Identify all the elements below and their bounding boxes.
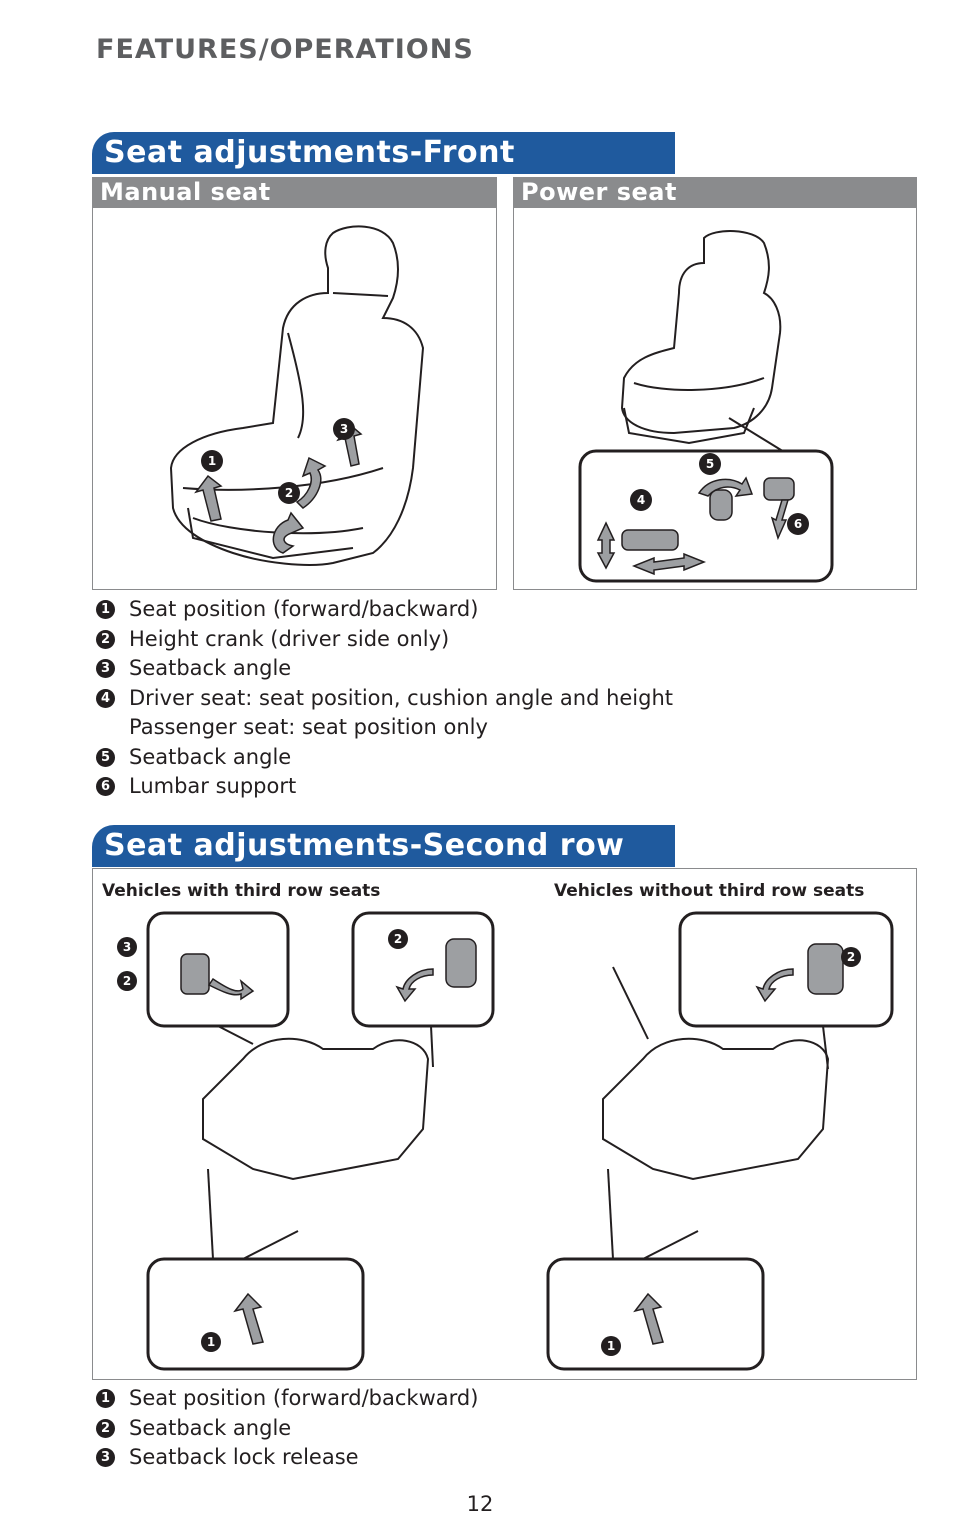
legend-text: Lumbar support bbox=[129, 774, 297, 798]
legend-number: 2 bbox=[96, 629, 115, 649]
legend-text: Driver seat: seat position, cushion angl… bbox=[129, 685, 674, 710]
legend-number: 4 bbox=[96, 688, 115, 708]
manual-seat-illustration: 1 2 3 bbox=[169, 225, 425, 566]
front-legend-item: 6 Lumbar support bbox=[96, 772, 916, 802]
page-header: FEATURES/OPERATIONS bbox=[96, 34, 474, 65]
front-legend-item: 5 Seatback angle bbox=[96, 743, 916, 773]
svg-text:1: 1 bbox=[207, 1335, 215, 1349]
legend-number: 3 bbox=[96, 1448, 115, 1467]
front-callout-4: 4 bbox=[637, 493, 645, 507]
front-legend-item: 4 Driver seat: seat position, cushion an… bbox=[96, 684, 916, 743]
legend-text: Passenger seat: seat position only bbox=[129, 715, 488, 739]
front-callout-5: 5 bbox=[706, 457, 714, 471]
legend-number: 3 bbox=[96, 659, 115, 678]
svg-text:2: 2 bbox=[123, 974, 131, 988]
legend-number: 2 bbox=[96, 1418, 115, 1438]
legend-text: Seatback angle bbox=[129, 656, 292, 680]
second-row-legend-item: 3 Seatback lock release bbox=[96, 1443, 916, 1473]
second-row-illustration: 3 2 2 2 1 1 bbox=[117, 911, 894, 1371]
manual-seat-heading: Manual seat bbox=[92, 177, 497, 207]
svg-text:3: 3 bbox=[123, 940, 131, 954]
legend-number: 5 bbox=[96, 747, 115, 767]
legend-text: Seatback lock release bbox=[129, 1445, 359, 1469]
legend-number: 6 bbox=[96, 777, 115, 796]
with-third-row-label: Vehicles with third row seats bbox=[102, 881, 381, 901]
legend-number: 1 bbox=[96, 1389, 115, 1408]
svg-text:2: 2 bbox=[847, 950, 855, 964]
front-legend-item: 3 Seatback angle bbox=[96, 654, 916, 684]
front-legend-item: 2 Height crank (driver side only) bbox=[96, 625, 916, 655]
legend-number: 1 bbox=[96, 600, 115, 619]
front-section-banner: Seat adjustments-Front bbox=[92, 132, 675, 174]
second-row-section-banner: Seat adjustments-Second row seats bbox=[92, 825, 675, 905]
power-seat-heading: Power seat bbox=[513, 177, 917, 207]
second-row-legend: 1 Seat position (forward/backward) 2 Sea… bbox=[96, 1384, 916, 1473]
legend-text: Seatback angle bbox=[129, 744, 292, 769]
svg-text:2: 2 bbox=[394, 932, 402, 946]
front-callout-6: 6 bbox=[794, 517, 802, 531]
legend-text: Seat position (forward/backward) bbox=[129, 1386, 479, 1410]
without-third-row-label: Vehicles without third row seats bbox=[554, 881, 865, 901]
power-seat-illustration: 4 5 6 bbox=[578, 230, 834, 583]
front-legend: 1 Seat position (forward/backward) 2 Hei… bbox=[96, 595, 916, 802]
legend-text: Seatback angle bbox=[129, 1415, 292, 1440]
front-callout-2: 2 bbox=[285, 486, 293, 500]
legend-text: Seat position (forward/backward) bbox=[129, 597, 479, 621]
svg-text:1: 1 bbox=[607, 1339, 615, 1353]
power-seat-figure: 4 5 6 bbox=[513, 207, 917, 590]
front-callout-1: 1 bbox=[208, 454, 216, 468]
second-row-legend-item: 1 Seat position (forward/backward) bbox=[96, 1384, 916, 1414]
front-legend-item: 1 Seat position (forward/backward) bbox=[96, 595, 916, 625]
manual-seat-figure: 1 2 3 bbox=[92, 207, 497, 590]
second-row-legend-item: 2 Seatback angle bbox=[96, 1414, 916, 1444]
second-row-figure: Vehicles with third row seats Vehicles w… bbox=[92, 868, 917, 1380]
page-number: 12 bbox=[466, 1492, 494, 1516]
front-callout-3: 3 bbox=[340, 422, 348, 436]
legend-text: Height crank (driver side only) bbox=[129, 626, 450, 651]
